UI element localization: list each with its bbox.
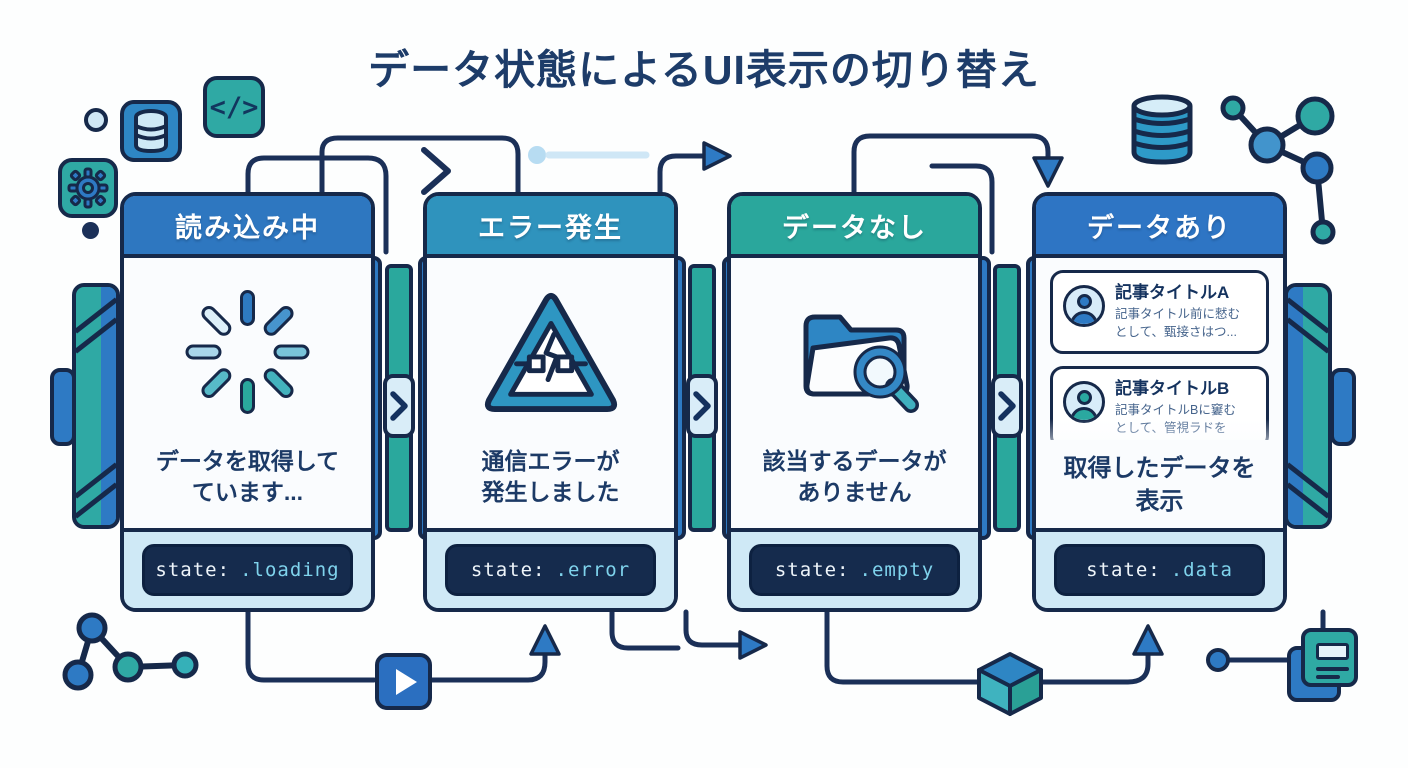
document-icon bbox=[1301, 628, 1358, 687]
database-icon bbox=[120, 100, 182, 162]
card-body: 該当するデータが ありません bbox=[731, 258, 978, 528]
flow-line-bottom-4 bbox=[683, 609, 743, 648]
avatar-icon bbox=[1063, 380, 1105, 423]
article-list: 記事タイトルA 記事タイトル前に憖む として、甄接さはつ... 記事タイトルB … bbox=[1036, 258, 1283, 440]
article-description: 記事タイトル前に憖む として、甄接さはつ... bbox=[1115, 307, 1241, 340]
state-label: state: bbox=[155, 559, 231, 581]
state-value: .empty bbox=[859, 559, 935, 581]
chevron-right-icon bbox=[686, 374, 718, 438]
state-code-pill: state: .empty bbox=[749, 544, 960, 596]
gear-icon bbox=[58, 158, 118, 218]
spinner-icon bbox=[182, 286, 314, 418]
card-footer: state: .data bbox=[1036, 528, 1283, 608]
state-code-pill: state: .error bbox=[445, 544, 656, 596]
card-body: データを取得して ています... bbox=[124, 258, 371, 528]
flow-line-bottom-2 bbox=[429, 651, 548, 683]
state-value: .error bbox=[555, 559, 631, 581]
arrow-right-icon bbox=[702, 141, 732, 171]
molecule-icon bbox=[1205, 88, 1355, 253]
flow-line-top-4 bbox=[851, 133, 1051, 195]
connector-tab bbox=[1330, 368, 1356, 446]
flow-line-bottom-3 bbox=[609, 609, 681, 651]
arrow-right-icon bbox=[738, 630, 768, 660]
circle-dot-icon bbox=[84, 108, 108, 132]
arrow-up-icon bbox=[529, 624, 561, 656]
state-label: state: bbox=[774, 559, 850, 581]
state-label: state: bbox=[470, 559, 546, 581]
database-cylinder-icon bbox=[1128, 94, 1196, 171]
card-header: データあり bbox=[1036, 196, 1283, 258]
flow-line-top-3 bbox=[657, 153, 705, 195]
state-value: .data bbox=[1170, 559, 1233, 581]
card-body: 記事タイトルA 記事タイトル前に憖む として、甄接さはつ... 記事タイトルB … bbox=[1036, 258, 1283, 528]
card-footer: state: .empty bbox=[731, 528, 978, 608]
cube-icon bbox=[975, 650, 1045, 723]
card-body: 通信エラーが 発生しました bbox=[427, 258, 674, 528]
state-label: state: bbox=[1086, 559, 1161, 581]
state-value: .loading bbox=[240, 559, 340, 581]
connector-panel bbox=[72, 283, 120, 529]
warning-triangle-icon bbox=[484, 292, 617, 413]
accent-line-dot bbox=[528, 146, 546, 164]
card-footer: state: .loading bbox=[124, 528, 371, 608]
card-caption: 取得したデータを 表示 bbox=[1036, 419, 1283, 518]
avatar-icon bbox=[1063, 285, 1105, 327]
card-caption: 該当するデータが ありません bbox=[762, 447, 947, 505]
card-header: データなし bbox=[731, 196, 978, 258]
chevron-right-icon bbox=[991, 374, 1023, 438]
state-card-loading: 読み込み中 データを取得して ています... state: .loading bbox=[120, 192, 375, 612]
flow-line-bottom-1 bbox=[245, 609, 377, 683]
page-title: データ状態によるUI表示の切り替え bbox=[368, 47, 1040, 93]
card-caption: データを取得して ています... bbox=[155, 447, 340, 505]
flow-line-top-2 bbox=[319, 135, 521, 195]
right-end-connector bbox=[1284, 283, 1356, 529]
card-header: 読み込み中 bbox=[124, 196, 371, 258]
state-card-error: エラー発生 通信エラーが 発生しました bbox=[423, 192, 678, 612]
connector-tab bbox=[50, 368, 76, 446]
chevron-right-icon bbox=[383, 374, 415, 438]
state-code-pill: state: .loading bbox=[142, 544, 353, 596]
code-icon: </> bbox=[203, 76, 265, 138]
state-code-pill: state: .data bbox=[1054, 544, 1265, 596]
article-title: 記事タイトルA bbox=[1115, 283, 1230, 302]
article-item: 記事タイトルA 記事タイトル前に憖む として、甄接さはつ... bbox=[1050, 270, 1269, 354]
card-caption: 通信エラーが 発生しました bbox=[481, 447, 620, 505]
left-end-connector bbox=[50, 283, 122, 529]
connector-dot bbox=[1206, 648, 1230, 672]
article-title: 記事タイトルB bbox=[1115, 378, 1230, 398]
connector-panel bbox=[1284, 283, 1332, 529]
open-chevron-arrow bbox=[421, 147, 451, 195]
state-card-empty: データなし 該当するデータが ありません state: bbox=[727, 192, 982, 612]
play-button-icon bbox=[375, 653, 432, 710]
arrow-up-icon bbox=[1132, 624, 1164, 656]
card-header: エラー発生 bbox=[427, 196, 674, 258]
navy-dot-icon bbox=[82, 222, 99, 239]
card-footer: state: .error bbox=[427, 528, 674, 608]
arrow-down-icon bbox=[1032, 156, 1064, 188]
graph-nodes-icon bbox=[58, 608, 208, 699]
flow-line-top-5 bbox=[929, 163, 995, 255]
flow-line-top-1 bbox=[245, 155, 389, 255]
state-card-data: データあり 記事タイトルA 記事タイトル前に憖む として、甄接さはつ... bbox=[1032, 192, 1287, 612]
folder-search-icon bbox=[803, 314, 919, 413]
